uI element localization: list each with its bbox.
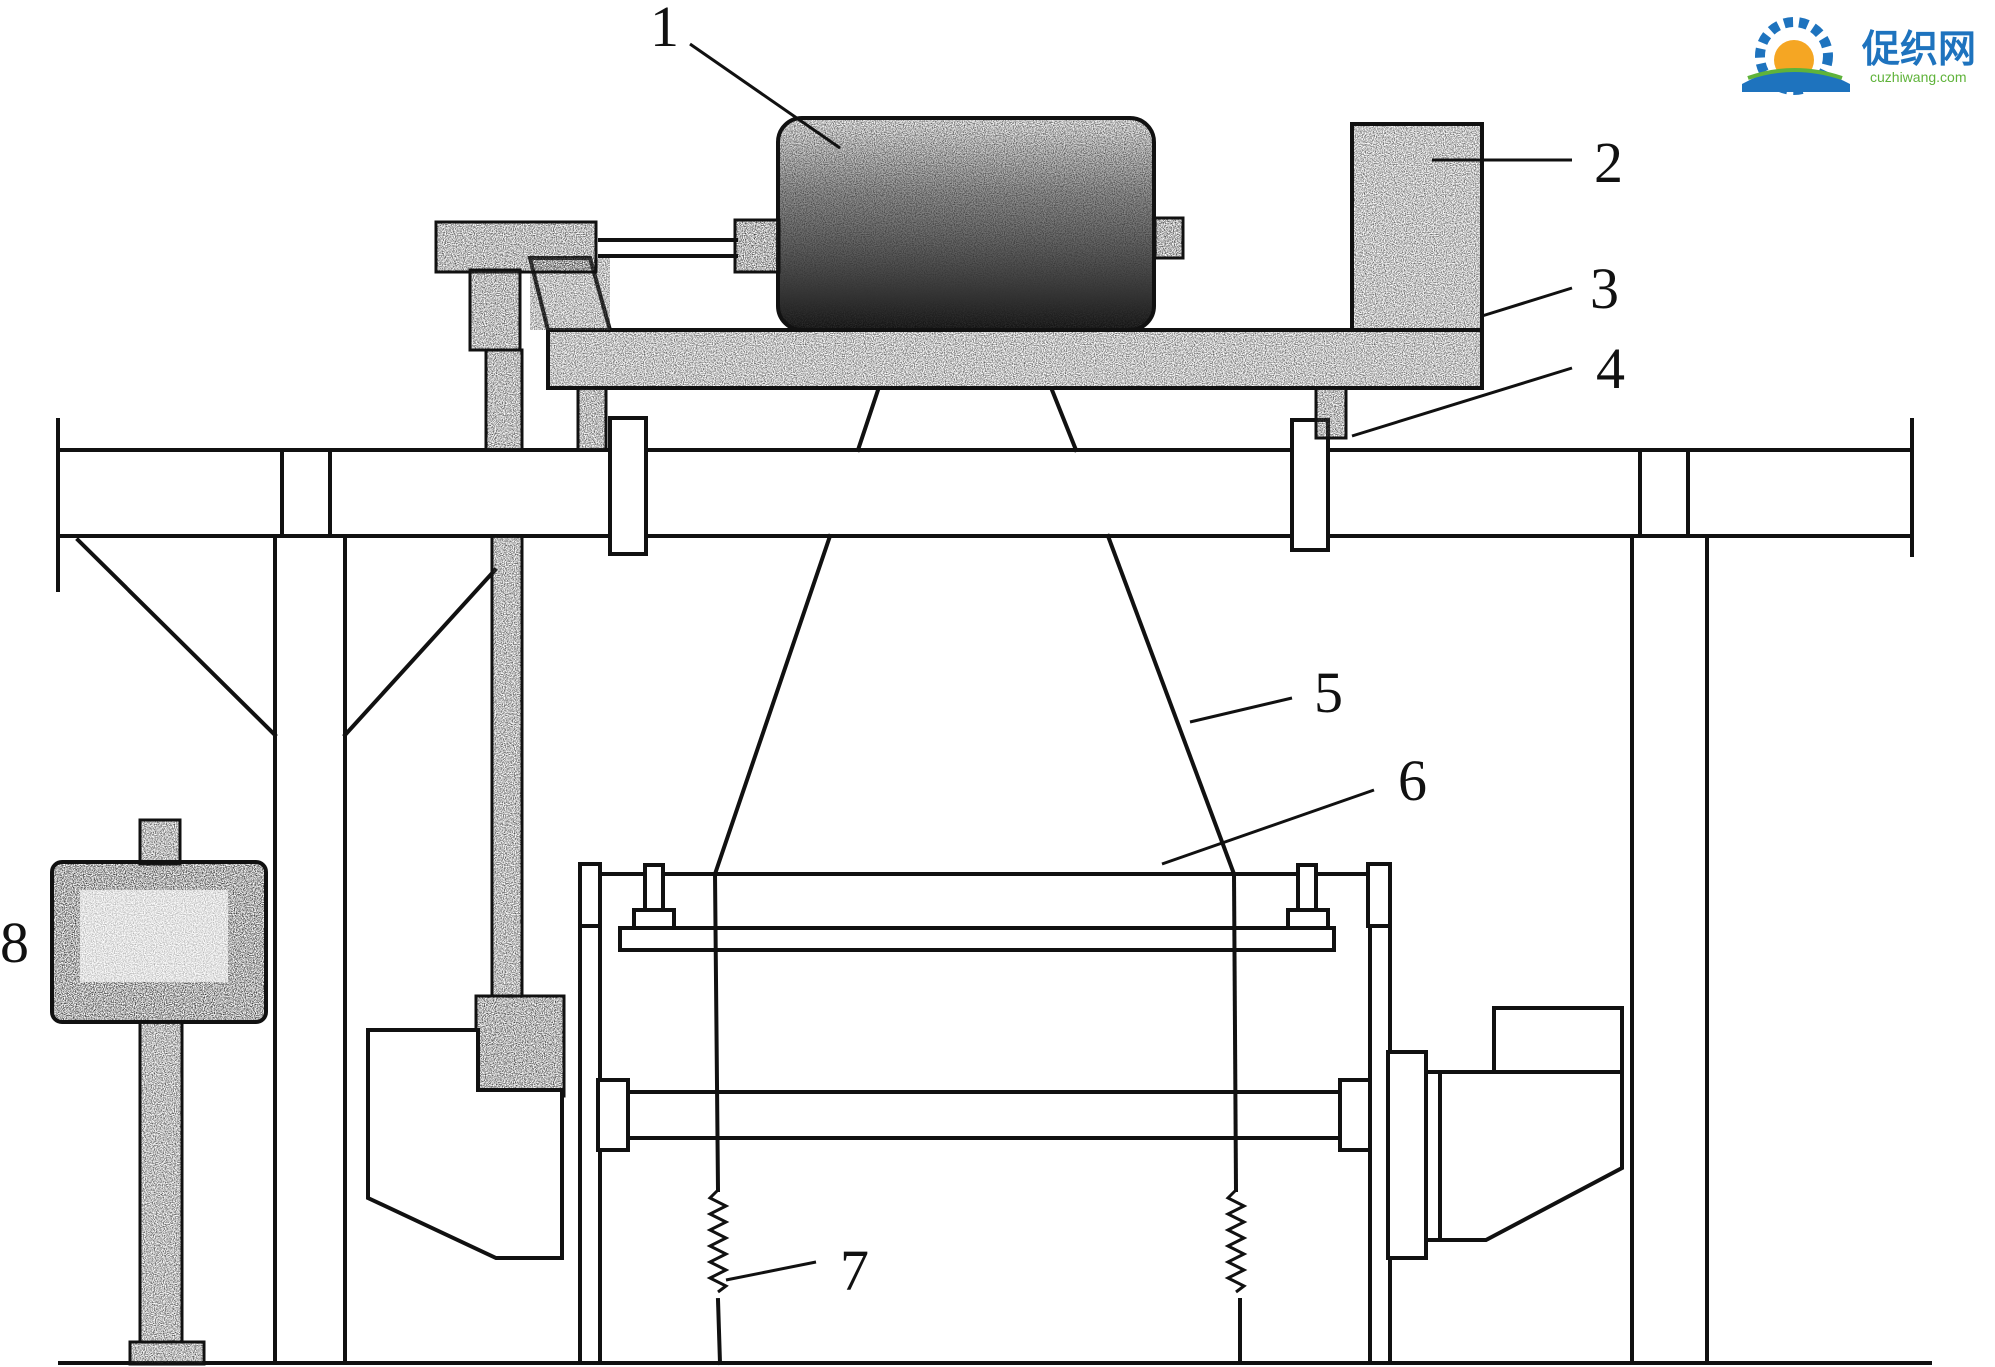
cross-shaft — [596, 1078, 1372, 1152]
motor — [733, 116, 1185, 332]
left-gearbox — [366, 1028, 564, 1260]
right-drive-unit — [1386, 1006, 1624, 1260]
callout-5: 5 — [1314, 660, 1343, 725]
right-frame — [1630, 534, 1709, 1365]
beam-clamp-right — [1290, 418, 1330, 552]
heald-frame — [578, 863, 1372, 952]
callout-7: 7 — [840, 1238, 869, 1303]
callout-3: 3 — [1590, 256, 1619, 321]
callout-1: 1 — [650, 0, 679, 59]
logo-domain: cuzhiwang.com — [1870, 69, 1967, 85]
callout-4: 4 — [1596, 336, 1625, 401]
control-panel — [50, 818, 268, 1366]
control-box — [1350, 122, 1484, 332]
vertical-drive-column — [474, 348, 566, 1098]
beam-clamp-left — [608, 416, 648, 556]
drive-shaft — [434, 220, 738, 352]
logo-name: 促织网 — [1861, 27, 1976, 71]
warp-cords — [706, 871, 1248, 1366]
callout-6: 6 — [1398, 748, 1427, 813]
harness-cords — [712, 387, 1237, 877]
callout-8: 8 — [0, 910, 29, 975]
left-frame — [75, 534, 498, 1365]
site-logo: 促织网 cuzhiwang.com — [1742, 17, 1976, 95]
leader-lines — [689, 42, 1573, 1282]
gear-icon — [1742, 17, 1850, 95]
callout-2: 2 — [1594, 130, 1623, 195]
callout-labels: 1 2 3 4 5 6 7 8 — [0, 0, 1625, 1303]
main-beam — [56, 418, 1914, 592]
